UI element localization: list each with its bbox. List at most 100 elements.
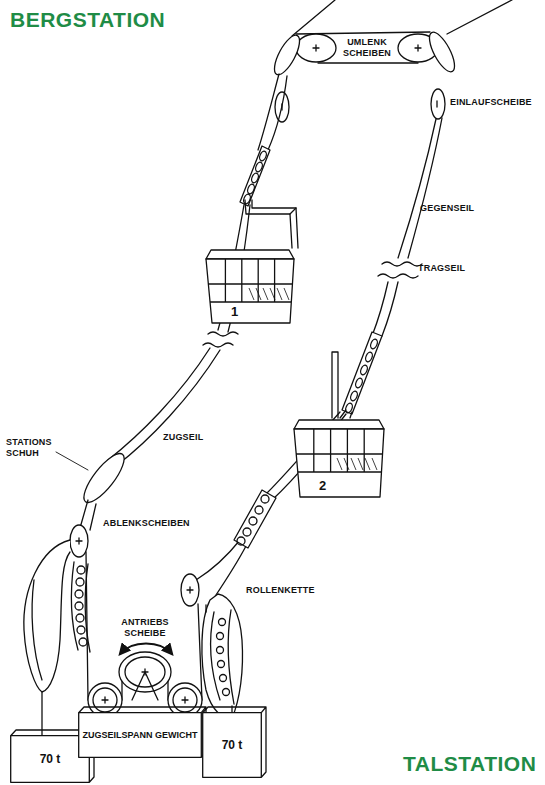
station-name: TALSTATION [403, 752, 536, 776]
carriage [290, 208, 296, 214]
track-rope [108, 348, 210, 460]
rope-rollers [234, 490, 276, 548]
drive-sheave [120, 644, 172, 655]
weight-outline [79, 707, 206, 757]
carriage [354, 377, 363, 389]
track-rope [408, 118, 442, 258]
tension-pulley [182, 697, 188, 703]
cabin-outline [208, 283, 292, 284]
cabin-outline [206, 250, 294, 323]
haul-rope-loop [198, 604, 202, 700]
roller-chain [75, 590, 83, 598]
cabin-outline [241, 259, 242, 302]
deflection-pulley [187, 587, 193, 593]
cabin: 2 [293, 418, 385, 498]
carriage [332, 332, 382, 418]
inlet-pulley [275, 89, 445, 122]
cabin-outline [274, 259, 275, 302]
cabin-outline [337, 458, 342, 470]
cabin-outline [351, 458, 356, 470]
roller-chain [219, 619, 226, 626]
tension-weight: ZUGSEILSPANN GEWICHT [78, 712, 202, 758]
deflection-pulley [70, 525, 199, 606]
cabin-outline [206, 259, 294, 323]
upper-station-shoe [425, 29, 460, 75]
cabin-outline [330, 429, 331, 472]
weight-label: 70 t [204, 738, 260, 753]
cabin-outline [294, 429, 384, 497]
tension-pulley [168, 683, 202, 717]
upper-station-shoe [270, 29, 460, 78]
weight-outline [203, 707, 266, 777]
cabin-outline [284, 288, 289, 300]
track-rope [398, 119, 436, 258]
cabin-outline [258, 259, 259, 302]
upper-station-shoe [270, 32, 305, 78]
roller-chain [218, 661, 225, 668]
incoming-ropes [292, 0, 335, 36]
incoming-ropes [447, 0, 512, 34]
track-rope [116, 350, 220, 466]
deflection-pulley [70, 525, 88, 557]
counterweight: 70 t [10, 735, 90, 783]
tension-pulley [88, 683, 122, 717]
carriage [359, 364, 368, 376]
carriage [340, 410, 352, 418]
roller-chain [77, 626, 85, 634]
track-rope [214, 546, 246, 598]
roller-chain [217, 633, 224, 640]
track-rope [196, 540, 240, 580]
rope-rollers [234, 490, 276, 548]
rope-break [208, 332, 238, 336]
rope-label: ZUGSEIL [163, 432, 203, 443]
return-pulleys [313, 45, 319, 51]
rope-rollers [243, 528, 251, 536]
part-label: STATIONS SCHUH [6, 437, 64, 459]
cabin-outline [296, 453, 382, 454]
part-label: ABLENKSCHEIBEN [103, 518, 190, 529]
cabin-outline [372, 458, 377, 470]
return-pulleys [296, 32, 438, 63]
track-rope [258, 74, 279, 150]
weight-rope [41, 692, 42, 735]
rope-label: GEGENSEIL [420, 203, 474, 214]
weight-rope [205, 605, 206, 612]
lower-station-shoe [78, 448, 131, 508]
roller-chain [32, 580, 42, 680]
tension-pulley [88, 683, 202, 717]
cabin-outline [293, 418, 385, 498]
cabin-outline [256, 288, 261, 300]
cabin-outline [225, 259, 226, 302]
deflection-pulley [76, 538, 82, 544]
weight-outline [79, 713, 202, 758]
cabin: 1 [205, 248, 295, 324]
roller-chain [202, 594, 243, 718]
track-rope [268, 76, 287, 150]
cabin-outline [358, 458, 363, 470]
roller-chain [202, 594, 243, 718]
carriage [242, 193, 251, 205]
cabin-outline [344, 458, 349, 470]
return-pulleys [318, 62, 418, 63]
deflection-pulley [181, 574, 199, 606]
track-rope [382, 282, 398, 336]
cabin-outline [277, 288, 282, 300]
cabin-outline [263, 288, 268, 300]
inlet-pulley [282, 101, 437, 110]
rope-rollers [261, 495, 269, 503]
carriage [246, 183, 255, 195]
cabin-outline [294, 420, 384, 497]
roller-chain [24, 540, 70, 692]
incoming-ropes [292, 0, 512, 36]
weight-outline [203, 707, 266, 777]
tension-pulley [173, 688, 197, 712]
roller-chain [75, 602, 83, 610]
rope-label: TRAGSEIL [418, 263, 465, 274]
cabin-number: 2 [319, 478, 326, 494]
tension-pulley [93, 688, 117, 712]
weight-outline [203, 713, 262, 778]
haul-rope-loop [86, 552, 88, 700]
inlet-pulley [431, 89, 445, 119]
weight-outline [79, 707, 206, 757]
